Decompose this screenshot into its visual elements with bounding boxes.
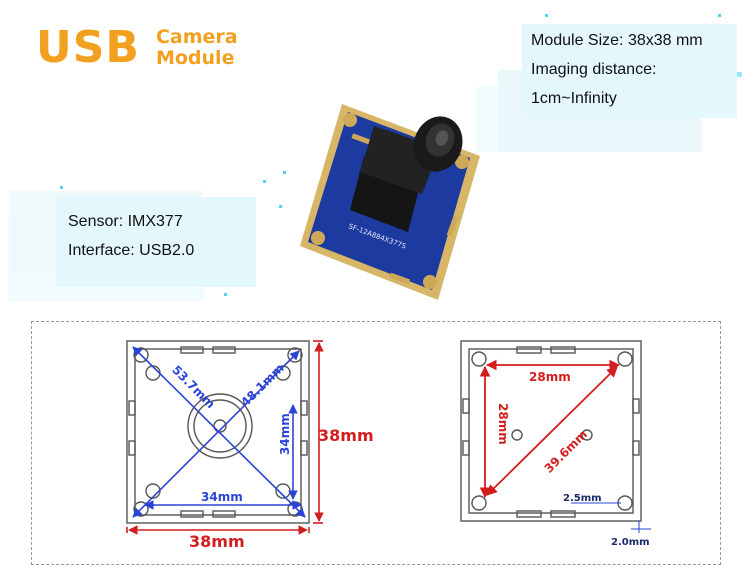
dim-label-hole: 2.5mm bbox=[563, 493, 602, 504]
spec-imaging-distance-label: Imaging distance: bbox=[531, 61, 657, 78]
dim-label-34-horizontal: 34mm bbox=[201, 490, 243, 504]
dim-label-28-horizontal: 28mm bbox=[529, 370, 571, 384]
dim-label-53-7: 53.7mm bbox=[169, 363, 218, 412]
left-red-dimensions bbox=[126, 340, 324, 535]
spec-panel-sensor: Sensor: IMX377 Interface: USB2.0 bbox=[56, 197, 256, 287]
left-blue-dimensions bbox=[132, 346, 306, 518]
logo-subtitle-line1: Camera bbox=[155, 26, 238, 48]
right-red-dimensions bbox=[479, 359, 621, 499]
dim-label-28-vertical: 28mm bbox=[496, 403, 510, 445]
logo: USB Camera Module bbox=[36, 26, 238, 70]
dim-label-48-1: 48.1mm bbox=[238, 361, 287, 410]
dim-label-margin: 2.0mm bbox=[611, 537, 650, 548]
camera-module-photo: SF-12A884X377S bbox=[300, 104, 480, 300]
dimension-diagrams: 53.7mm 48.1mm 34mm 34mm 38mm 38mm 28mm 2 bbox=[126, 340, 651, 551]
spec-module-size: Module Size: 38x38 mm bbox=[531, 32, 703, 49]
dimension-diagram-frame bbox=[31, 321, 721, 565]
right-board-outline bbox=[460, 340, 642, 522]
spec-sensor: Sensor: IMX377 bbox=[68, 213, 183, 230]
logo-subtitle: Camera Module bbox=[156, 27, 238, 69]
spec-panel-size: Module Size: 38x38 mm Imaging distance: … bbox=[522, 24, 737, 118]
logo-subtitle-line2: Module bbox=[155, 47, 235, 69]
spec-imaging-distance-value: 1cm~Infinity bbox=[531, 90, 617, 107]
spec-interface: Interface: USB2.0 bbox=[68, 242, 195, 259]
dim-label-38-vertical: 38mm bbox=[318, 426, 374, 445]
right-small-dimensions bbox=[571, 502, 651, 533]
dim-label-34-vertical: 34mm bbox=[278, 413, 292, 455]
lens-holder bbox=[350, 116, 463, 232]
dim-label-38-horizontal: 38mm bbox=[189, 532, 245, 551]
logo-usb-text: USB bbox=[36, 22, 140, 73]
